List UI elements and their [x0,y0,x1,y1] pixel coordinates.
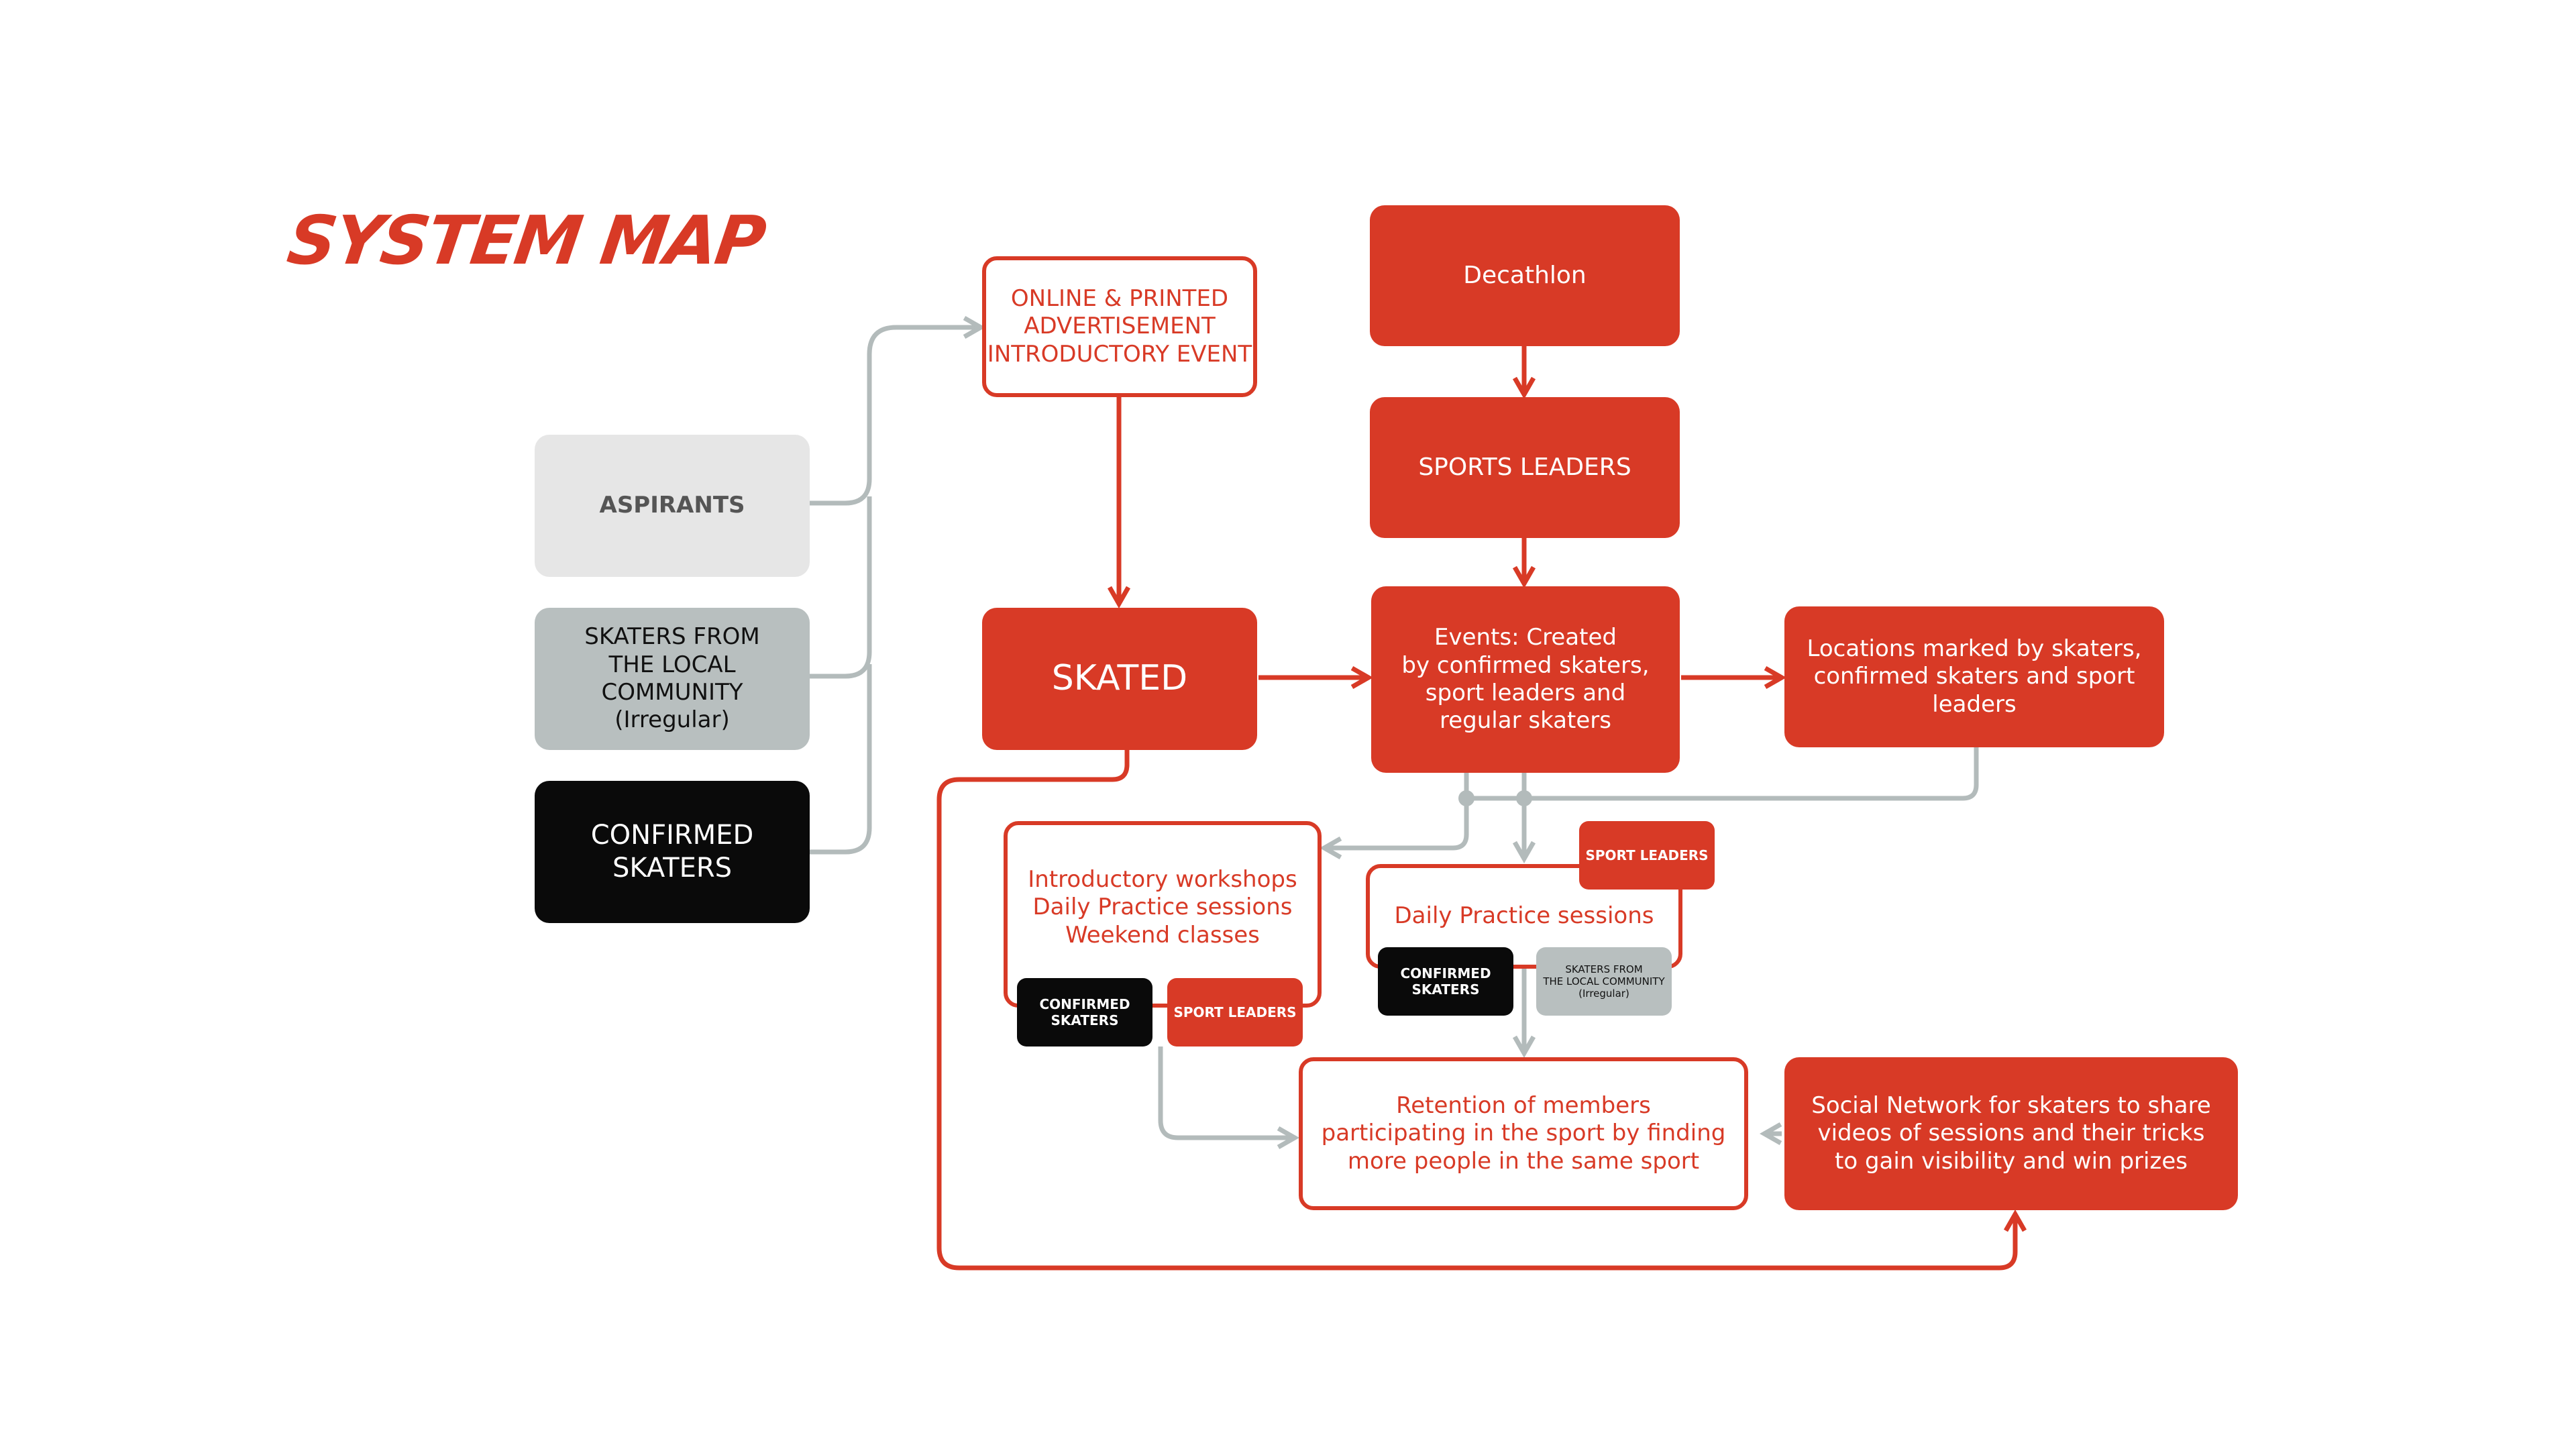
connector-workshops-to-retention [1158,1046,1300,1150]
connector-locations-to-events [1466,747,1979,801]
node-skated: SKATED [982,608,1257,750]
node-skaters-local-community: SKATERS FROM THE LOCAL COMMUNITY (Irregu… [535,608,810,750]
tag-sport-leaders: SPORT LEADERS [1579,821,1715,890]
tag-sport-leaders: SPORT LEADERS [1167,978,1303,1046]
node-decathlon: Decathlon [1370,205,1680,346]
connector-skated-to-social [936,750,2027,1271]
tag-confirmed-skaters: CONFIRMED SKATERS [1378,947,1513,1016]
node-sports-leaders: SPORTS LEADERS [1370,397,1680,538]
node-events: Events: Created by confirmed skaters, sp… [1371,586,1680,773]
connector-events-to-workshops [1319,771,1469,860]
node-aspirants: ASPIRANTS [535,435,810,577]
junction-dot [1458,790,1474,806]
node-workshops: Introductory workshops Daily Practice se… [1004,821,1322,1008]
node-social-network: Social Network for skaters to share vide… [1784,1057,2238,1210]
node-advertisement: ONLINE & PRINTED ADVERTISEMENT INTRODUCT… [982,256,1257,397]
connector-aspirants [809,315,986,506]
connector-confirmed [809,664,872,855]
node-retention: Retention of members participating in th… [1299,1057,1748,1210]
node-locations: Locations marked by skaters, confirmed s… [1784,606,2164,747]
node-confirmed-skaters: CONFIRMED SKATERS [535,781,810,923]
tag-confirmed-skaters: CONFIRMED SKATERS [1017,978,1152,1046]
tag-skaters-local-community: SKATERS FROM THE LOCAL COMMUNITY (Irregu… [1536,947,1672,1016]
connector-skaters-local [809,496,872,679]
